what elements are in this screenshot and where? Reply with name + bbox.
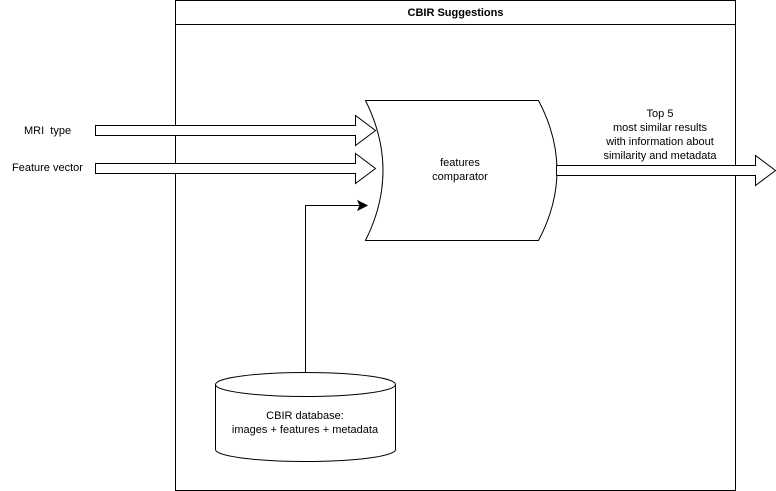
mri-type-input-arrow (95, 114, 377, 147)
feature-vector-label: Feature vector (12, 162, 83, 174)
features-comparator-line2: comparator (432, 171, 488, 183)
cbir-database-cylinder-top (215, 372, 396, 397)
output-line1: Top 5 (646, 108, 674, 120)
output-line3: with information about (606, 136, 714, 148)
output-arrow (556, 154, 776, 187)
cbir-database-label: CBIR database: images + features + metad… (210, 409, 400, 437)
output-label: Top 5 most similar results with informat… (590, 107, 730, 163)
mri-type-label: MRI type (24, 125, 72, 137)
output-line2: most similar results (612, 122, 708, 134)
cbir-database-cylinder (215, 384, 396, 462)
cbir-database-line1: CBIR database: (266, 410, 344, 422)
database-connector-arrowhead (356, 199, 369, 212)
output-line4: similarity and metadata (603, 150, 717, 162)
features-comparator-line1: features (440, 157, 480, 169)
features-comparator-shape (364, 100, 558, 241)
features-comparator-label: features comparator (400, 156, 520, 184)
database-connector-line (305, 205, 360, 372)
container-title: CBIR Suggestions (407, 7, 504, 19)
cbir-database-line2: images + features + metadata (231, 424, 379, 436)
feature-vector-input-arrow (95, 152, 377, 185)
